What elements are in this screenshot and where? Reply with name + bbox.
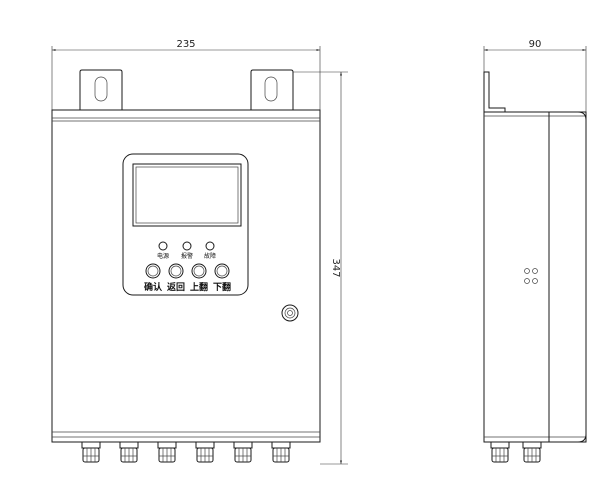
cable-glands-side	[490, 441, 542, 463]
control-panel	[122, 153, 249, 296]
side-body	[483, 111, 587, 443]
depth-dimension-value: 90	[529, 39, 542, 50]
width-dimension: 235	[51, 39, 321, 110]
confirm-button-label: 确认	[144, 281, 163, 293]
height-dimension: 347	[293, 71, 348, 465]
bracket-profile	[483, 71, 506, 113]
confirm-button[interactable]: 确认	[144, 263, 163, 293]
cable-gland	[81, 441, 101, 463]
lcd-screen	[132, 163, 242, 227]
height-dimension-value: 347	[330, 258, 341, 277]
cable-gland	[233, 441, 253, 463]
lock-icon	[281, 304, 299, 322]
cable-glands-front	[81, 441, 291, 463]
indicator-alarm-label: 报警	[181, 252, 193, 260]
indicator-power-label: 电源	[157, 252, 169, 260]
side-view: 90	[483, 39, 587, 463]
cable-gland	[271, 441, 291, 463]
indicator-group: 电源 报警 故障	[157, 241, 216, 260]
depth-dimension: 90	[483, 39, 587, 112]
vent-holes	[524, 268, 538, 284]
back-button-label: 返回	[167, 281, 185, 293]
page-down-button-label: 下翻	[213, 281, 231, 293]
indicator-alarm: 报警	[181, 241, 193, 260]
mounting-bracket-left	[76, 69, 126, 111]
button-group: 确认 返回 上翻 下翻	[144, 263, 231, 293]
indicator-fault: 故障	[204, 241, 216, 260]
cable-gland	[522, 441, 542, 463]
indicator-fault-label: 故障	[204, 252, 216, 260]
indicator-power: 电源	[157, 241, 169, 260]
mounting-bracket-right	[247, 69, 297, 111]
back-button[interactable]: 返回	[167, 263, 185, 293]
cable-gland	[195, 441, 215, 463]
page-up-button[interactable]: 上翻	[190, 263, 208, 293]
width-dimension-value: 235	[176, 39, 195, 50]
page-down-button[interactable]: 下翻	[213, 263, 231, 293]
enclosure-body	[51, 109, 321, 443]
cable-gland	[119, 441, 139, 463]
front-view: 235	[51, 39, 348, 465]
cable-gland	[157, 441, 177, 463]
cable-gland	[490, 441, 510, 463]
page-up-button-label: 上翻	[190, 281, 208, 293]
